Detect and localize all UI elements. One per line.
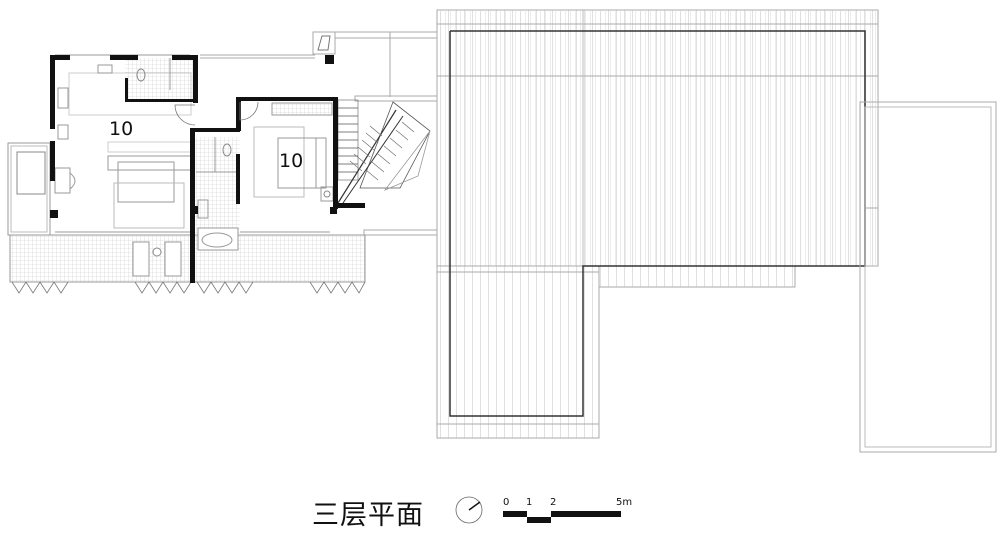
scale-tick-0: 0 <box>503 497 510 508</box>
middle-structure <box>200 31 438 236</box>
north-arrow-icon <box>455 496 483 524</box>
doors <box>174 101 259 126</box>
scale-bar <box>503 511 621 523</box>
walls <box>50 55 365 283</box>
room-label-bedroom-left: 10 <box>109 118 134 140</box>
roof-area <box>436 9 997 453</box>
scale-tick-2: 2 <box>550 497 557 508</box>
left-wing <box>7 54 366 294</box>
room-label-bedroom-right: 10 <box>279 150 304 172</box>
roof-outline <box>449 30 866 417</box>
drawing-title: 三层平面 <box>312 500 424 531</box>
staircase <box>337 99 431 204</box>
scale-tick-5m: 5m <box>616 497 633 508</box>
scale-tick-1: 1 <box>526 497 533 508</box>
